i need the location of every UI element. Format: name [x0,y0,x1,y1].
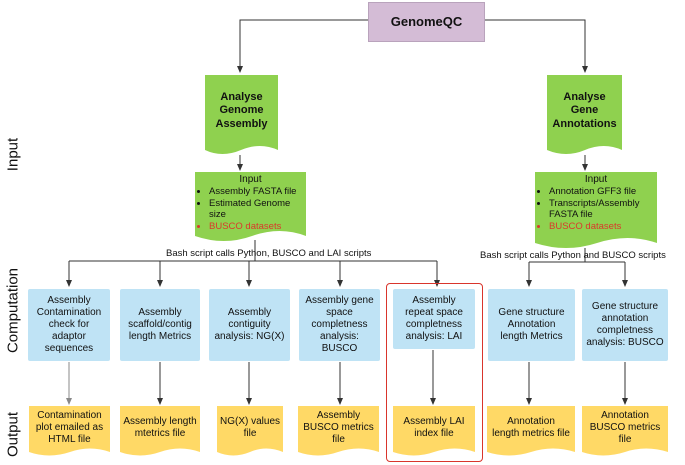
side-label-input: Input [4,137,22,172]
annotation-input-shape [535,172,657,248]
computation-node-contiguity: Assembly contiguity analysis: NG(X) [209,289,290,361]
output-shape [582,406,668,456]
computation-node-length-metrics: Assembly scaffold/contig length Metrics [120,289,200,361]
assembly-input-item-busco: BUSCO datasets [209,221,302,233]
root-node: GenomeQC [368,2,485,42]
computation-node-annotation-length: Gene structure Annotation length Metrics [488,289,575,361]
output-shape [217,406,283,456]
annotation-input-node: Input Annotation GFF3 file Transcripts/A… [535,172,657,242]
computation-node-busco: Assembly gene space completness analysis… [299,289,380,361]
side-label-computation: Computation [4,267,22,354]
annotation-head-node: Analyse Gene Annotations [552,90,617,130]
output-node-busco: Assembly BUSCO metrics file [303,409,374,446]
output-node-annotation-busco: Annotation BUSCO metrics file [589,409,661,446]
computation-node-annotation-busco: Gene structure annotation completness an… [582,289,668,361]
computation-node-contamination: Assembly Contamination check for adaptor… [28,289,110,361]
annotation-bash-label: Bash script calls Python and BUSCO scrip… [480,250,666,261]
assembly-input-item: Assembly FASTA file [209,186,302,198]
assembly-input-item: Estimated Genome size [209,198,302,221]
output-node-contamination: Contamination plot emailed as HTML file [35,409,104,446]
output-node-ngx: NG(X) values file [220,415,281,439]
annotation-input-title: Input [584,174,608,185]
assembly-input-title: Input [239,174,262,185]
assembly-head-node: Analyse Genome Assembly [215,90,268,130]
assembly-input-shape [195,172,306,241]
annotation-input-item: Transcripts/Assembly FASTA file [549,198,653,221]
output-node-annotation-length: Annotation length metrics file [492,415,570,439]
assembly-bash-label: Bash script calls Python, BUSCO and LAI … [166,248,372,259]
assembly-input-node: Input Assembly FASTA file Estimated Geno… [195,172,306,236]
output-shape [393,406,475,456]
output-shape [120,406,200,456]
output-shape [487,406,575,456]
assembly-head-shape [205,75,278,154]
output-node-length: Assembly length mtetrics file [123,415,197,439]
output-shape [29,406,110,456]
annotation-head-shape [547,75,622,154]
annotation-input-item-busco: BUSCO datasets [549,221,653,233]
lai-highlight-frame [386,283,483,462]
output-shape [298,406,379,456]
output-node-lai: Assembly LAI index file [403,415,465,439]
computation-node-lai: Assembly repeat space completness analys… [393,289,475,349]
annotation-input-item: Annotation GFF3 file [549,186,653,198]
side-label-output: Output [4,411,22,458]
